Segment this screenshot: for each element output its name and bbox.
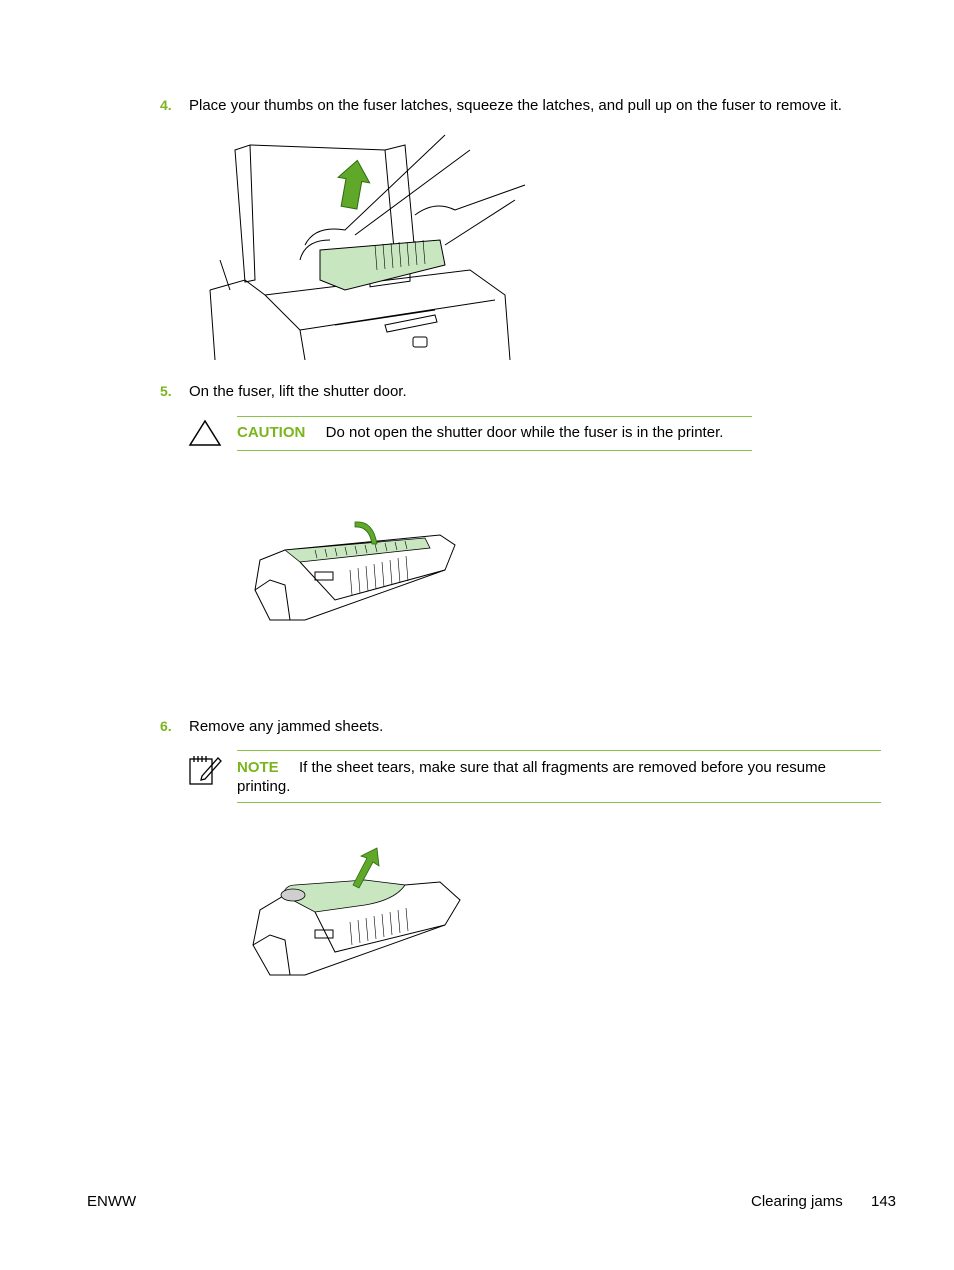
- note-callout: NOTE If the sheet tears, make sure that …: [237, 758, 877, 796]
- step-4-number: 4.: [160, 97, 172, 113]
- footer-section: Clearing jams: [751, 1193, 843, 1210]
- caution-text: Do not open the shutter door while the f…: [325, 424, 724, 441]
- caution-callout: CAUTION Do not open the shutter door whi…: [237, 423, 723, 442]
- note-top-rule: [237, 750, 881, 751]
- note-bottom-rule: [237, 802, 881, 803]
- step-5-number: 5.: [160, 383, 172, 399]
- printer-fuser-removal-illustration: [209, 134, 526, 361]
- step-6-text: Remove any jammed sheets.: [189, 718, 384, 735]
- step-5-text: On the fuser, lift the shutter door.: [189, 383, 407, 400]
- caution-triangle-icon: [188, 419, 222, 446]
- page-number: 143: [871, 1193, 897, 1210]
- fuser-shutter-illustration: [254, 521, 456, 621]
- note-pad-icon: [189, 756, 222, 785]
- caution-label: CAUTION: [237, 424, 306, 441]
- caution-bottom-rule: [237, 450, 752, 451]
- caution-top-rule: [237, 416, 752, 417]
- step-4-text: Place your thumbs on the fuser latches, …: [189, 97, 842, 114]
- note-label: NOTE: [237, 759, 279, 776]
- footer-left: ENWW: [87, 1193, 137, 1210]
- note-text: If the sheet tears, make sure that all f…: [237, 759, 826, 795]
- fuser-jammed-sheet-illustration: [252, 847, 461, 976]
- step-6-number: 6.: [160, 718, 172, 734]
